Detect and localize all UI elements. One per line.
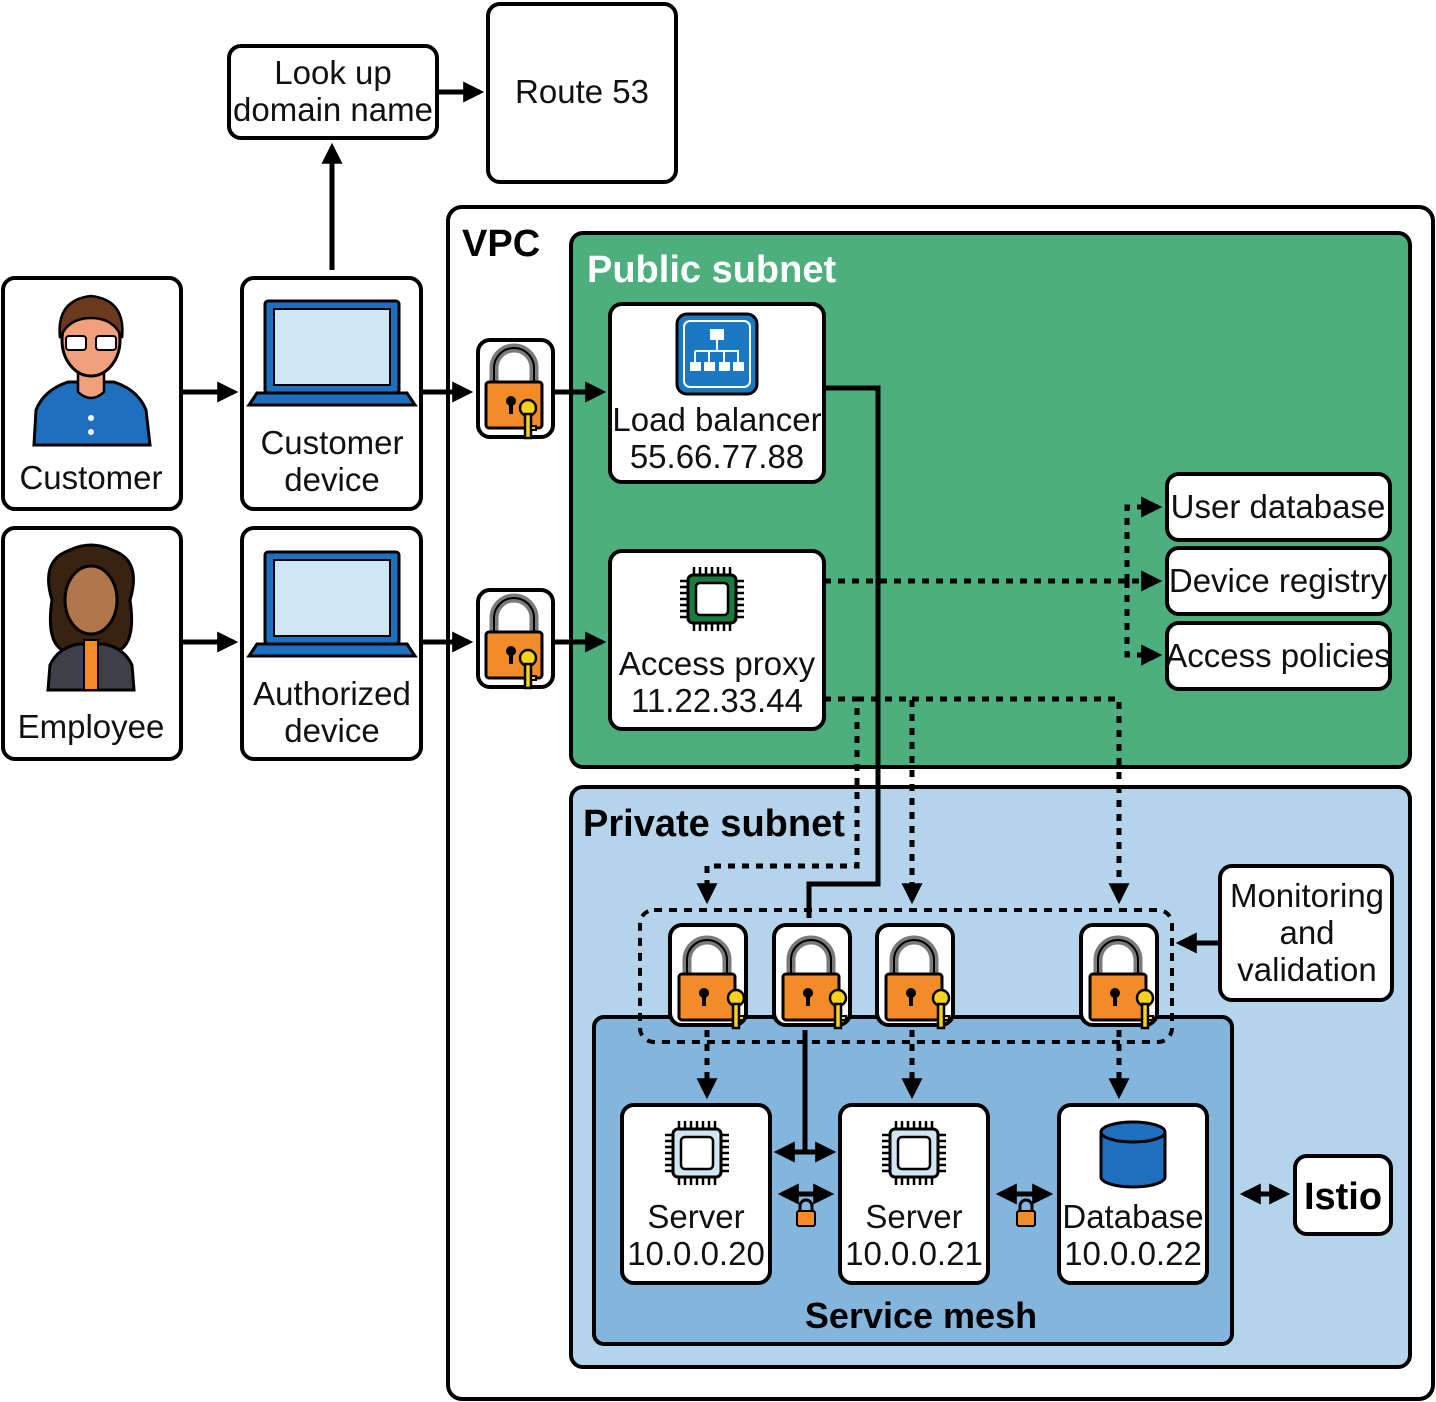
label-line: 10.0.0.22 bbox=[1064, 1235, 1202, 1272]
access-proxy-box bbox=[608, 549, 826, 731]
public-subnet-label: Public subnet bbox=[587, 249, 836, 291]
private-subnet-label: Private subnet bbox=[583, 803, 845, 845]
mesh-lock-2-icon bbox=[772, 923, 852, 1030]
lock-group-dashed-box bbox=[638, 908, 1174, 1044]
access-policies-box bbox=[1165, 621, 1392, 691]
database-cylinder-icon bbox=[1099, 1120, 1167, 1189]
user-database-box bbox=[1165, 472, 1392, 542]
database-box bbox=[1057, 1103, 1209, 1285]
employee-lock-icon bbox=[476, 588, 555, 690]
user-database-label: User database bbox=[1171, 488, 1386, 525]
label-line: Look up bbox=[274, 54, 391, 91]
device-registry-label: Device registry bbox=[1169, 562, 1388, 599]
server-2-box bbox=[838, 1103, 990, 1285]
service-mesh-label: Service mesh bbox=[805, 1295, 1037, 1336]
label-line: and bbox=[1279, 914, 1334, 951]
label-line: device bbox=[284, 712, 379, 749]
employee-person-icon bbox=[46, 543, 136, 692]
network-hierarchy-icon bbox=[675, 312, 759, 396]
label-line: domain name bbox=[233, 91, 433, 128]
server-1-chip-icon bbox=[663, 1119, 731, 1187]
load-balancer-path bbox=[773, 385, 881, 1163]
route53-box bbox=[486, 2, 678, 184]
label-line: 55.66.77.88 bbox=[630, 438, 804, 475]
mesh-link-lock-2-icon bbox=[1016, 1198, 1036, 1227]
label-line: Monitoring bbox=[1230, 877, 1384, 914]
vpc-label: VPC bbox=[462, 223, 540, 265]
left-connectors bbox=[181, 81, 607, 653]
authorized-laptop-icon bbox=[247, 550, 417, 658]
label-line: 10.0.0.20 bbox=[627, 1235, 765, 1272]
access-policies-label: Access policies bbox=[1165, 637, 1391, 674]
label-line: Access proxy bbox=[619, 645, 816, 682]
dotted-connectors bbox=[696, 496, 1163, 1100]
monitoring-box bbox=[1218, 864, 1394, 1002]
server-1-box bbox=[620, 1103, 772, 1285]
label-line: 10.0.0.21 bbox=[845, 1235, 983, 1272]
label-line: Customer bbox=[260, 424, 403, 461]
customer-person-icon bbox=[32, 294, 152, 447]
label-line: device bbox=[284, 461, 379, 498]
route53-label: Route 53 bbox=[515, 73, 649, 110]
employee-label: Employee bbox=[18, 708, 165, 745]
label-line: Load balancer bbox=[612, 401, 821, 438]
label-line: Server bbox=[647, 1198, 744, 1235]
mesh-link-lock-1-icon bbox=[796, 1198, 816, 1227]
istio-label: Istio bbox=[1304, 1176, 1382, 1218]
customer-label: Customer bbox=[19, 459, 162, 496]
label-line: Authorized bbox=[253, 675, 411, 712]
mesh-lock-3-icon bbox=[875, 923, 955, 1030]
device-registry-box bbox=[1165, 546, 1392, 616]
customer-laptop-icon bbox=[247, 299, 417, 407]
customer-lock-icon bbox=[476, 338, 555, 440]
access-proxy-chip-icon bbox=[678, 565, 746, 633]
label-line: Database bbox=[1062, 1198, 1203, 1235]
label-line: validation bbox=[1237, 951, 1376, 988]
mesh-lock-1-icon bbox=[668, 923, 748, 1030]
label-line: Server bbox=[865, 1198, 962, 1235]
server-2-chip-icon bbox=[880, 1119, 948, 1187]
istio-box bbox=[1293, 1154, 1393, 1236]
label-line: 11.22.33.44 bbox=[631, 682, 803, 719]
mesh-lock-4-icon bbox=[1079, 923, 1159, 1030]
